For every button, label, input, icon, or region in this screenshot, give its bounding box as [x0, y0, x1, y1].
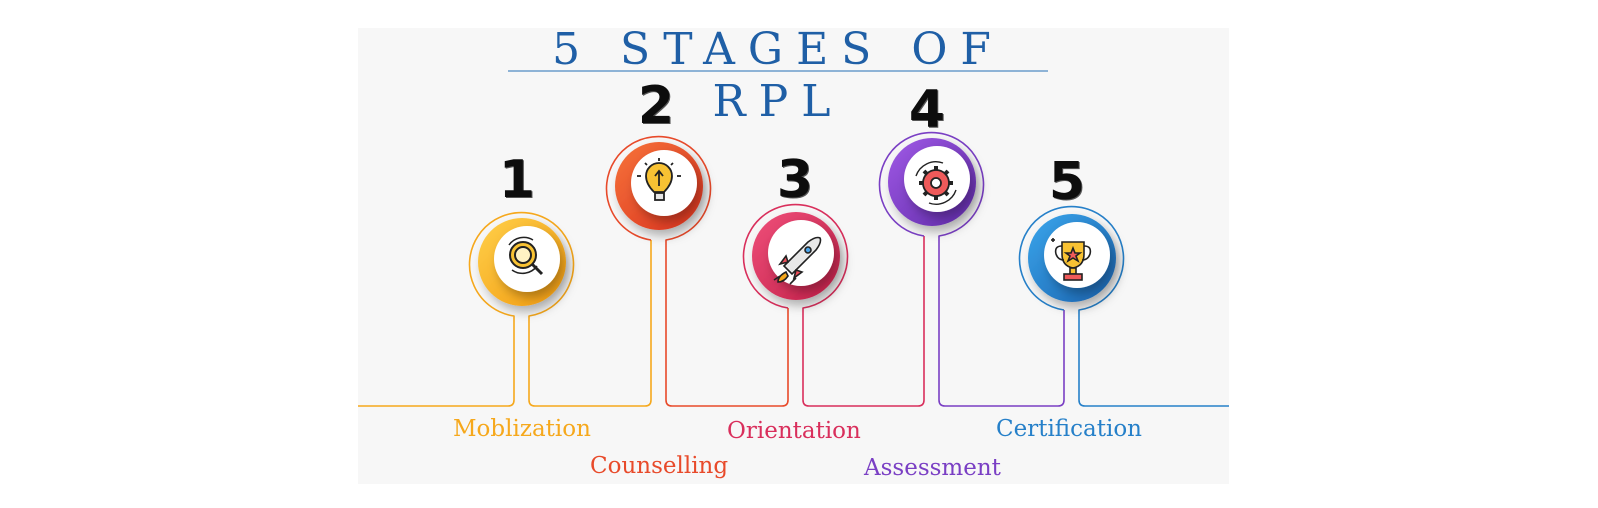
rocket-icon: [773, 236, 822, 285]
connector-line-3: [742, 203, 925, 407]
connector-line-1: [358, 211, 652, 407]
stage-5-number: 5: [1048, 152, 1086, 212]
stage-3-label: Orientation: [727, 418, 861, 444]
stage-4-label: Assessment: [864, 455, 1001, 481]
title-underline: [508, 70, 1048, 72]
connector-line-5: [1018, 205, 1229, 407]
stage-1-number: 1: [498, 150, 536, 210]
stage-3-node: [752, 212, 840, 300]
stage-3-number: 3: [776, 150, 814, 210]
stage-4-node: [888, 138, 976, 226]
stage-1-label: Moblization: [453, 416, 591, 442]
trophy-icon: [1051, 238, 1092, 281]
magnifier-refresh-icon: [508, 236, 544, 276]
stage-2-label: Counselling: [590, 453, 729, 479]
lightbulb-icon: [637, 158, 681, 201]
gear-icon: [915, 161, 957, 205]
stage-2-number: 2: [637, 76, 675, 136]
connector-line-2: [605, 135, 789, 407]
connector-line-4: [878, 131, 1065, 407]
stage-5-node: [1028, 214, 1116, 302]
stage-2-node: [615, 142, 703, 230]
stage-4-number: 4: [908, 80, 946, 140]
stage-1-node: [478, 218, 566, 306]
stage-5-label: Certification: [996, 416, 1142, 442]
diagram-title: 5 STAGES OF RPL: [552, 24, 1004, 127]
